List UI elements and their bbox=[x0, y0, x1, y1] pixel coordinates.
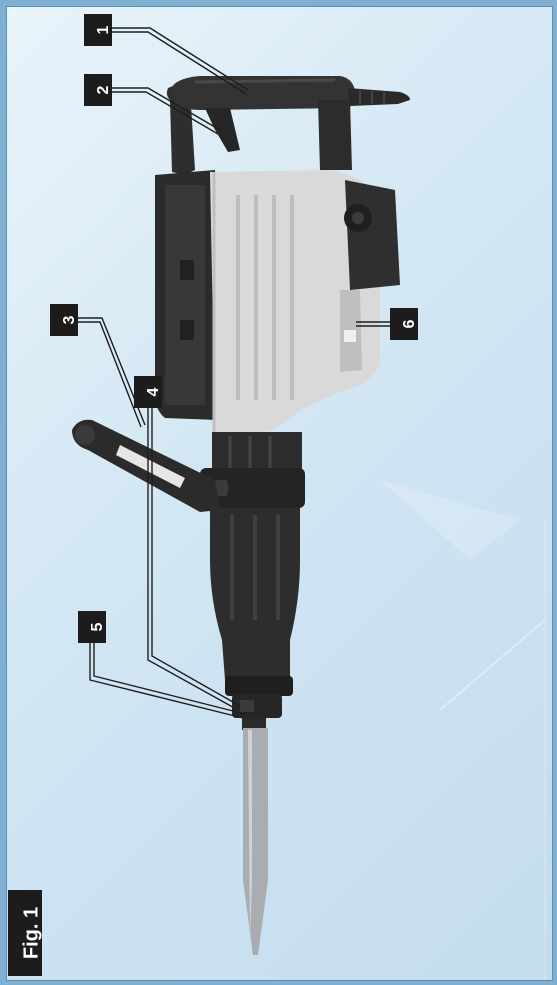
barrel bbox=[210, 508, 300, 730]
callout-6-number: 6 bbox=[401, 319, 418, 328]
figure-label: Fig. 1 bbox=[8, 890, 42, 976]
callout-1: 1 bbox=[84, 14, 112, 46]
callout-2: 2 bbox=[84, 74, 112, 106]
demolition-hammer bbox=[72, 76, 410, 955]
callout-5: 5 bbox=[78, 611, 106, 643]
background-streaks bbox=[380, 480, 546, 980]
side-handle bbox=[72, 419, 220, 512]
callout-2-number: 2 bbox=[95, 85, 112, 94]
figure-label-text: Fig. 1 bbox=[20, 907, 42, 959]
callout-1-number: 1 bbox=[95, 25, 112, 34]
callout-6: 6 bbox=[390, 308, 418, 340]
gear-section bbox=[200, 432, 305, 508]
leader-lines bbox=[78, 27, 390, 719]
callout-4: 4 bbox=[134, 376, 162, 408]
rear-housing bbox=[155, 170, 218, 420]
callout-4-number: 4 bbox=[145, 387, 162, 396]
motor-housing bbox=[210, 170, 400, 432]
top-handle bbox=[166, 76, 410, 175]
callout-5-number: 5 bbox=[89, 622, 106, 631]
callout-3: 3 bbox=[50, 304, 78, 336]
callout-3-number: 3 bbox=[61, 315, 78, 324]
chisel-bit bbox=[243, 728, 268, 955]
